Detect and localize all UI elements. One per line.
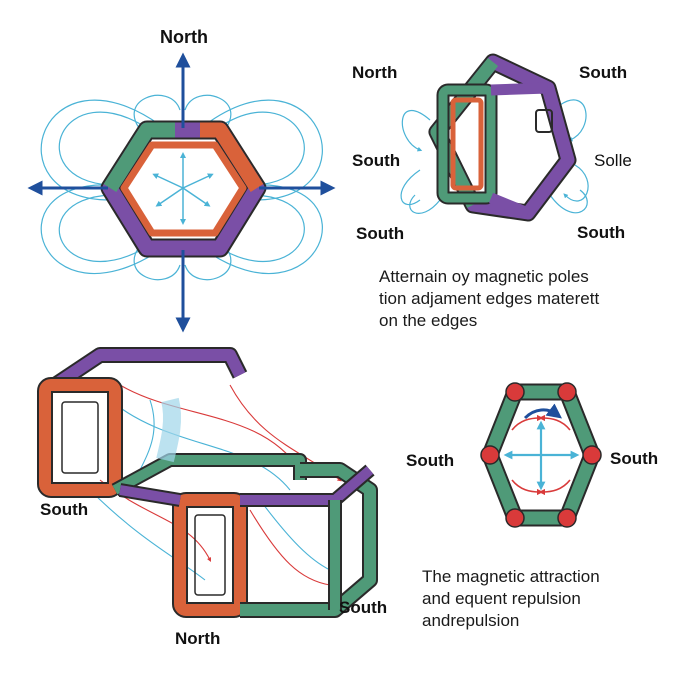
hexagon-frame [100, 120, 267, 258]
label-south-cube-right: South [339, 598, 388, 617]
small-hexagon-diagram [480, 382, 602, 528]
label-north-top: North [160, 27, 208, 47]
cube-assembly-diagram [37, 347, 378, 618]
label-south-bottom-right: South [577, 223, 626, 242]
cube-tiles [37, 347, 378, 618]
label-north-rhombic: North [352, 63, 398, 82]
rhombic-frame [428, 53, 577, 222]
caption-top-right: Atternain oy magnetic poles tion adjamen… [379, 266, 599, 332]
label-south-hex-right: South [610, 449, 659, 468]
caption-bottom-right: The magnetic attraction and equent repul… [422, 566, 600, 632]
label-south-cube-left: South [40, 500, 89, 519]
label-solle: Solle [594, 151, 632, 170]
caption-line: Atternain oy magnetic poles [379, 267, 589, 286]
caption-line: The magnetic attraction [422, 567, 600, 586]
label-south-bottom-left: South [356, 224, 405, 243]
label-south-left: South [352, 151, 401, 170]
caption-line: and equent repulsion [422, 589, 581, 608]
field-lines-2 [400, 99, 589, 214]
label-south-hex-left: South [406, 451, 455, 470]
caption-line: on the edges [379, 311, 478, 330]
cross-arrows [503, 420, 580, 491]
label-north-cube: North [175, 629, 221, 648]
hexagon-field-diagram [27, 52, 336, 333]
small-hexagon-frame [480, 382, 602, 528]
repulsion-arcs [511, 414, 571, 496]
label-south-top-right: South [579, 63, 628, 82]
caption-line: tion adjament edges materett [379, 289, 600, 308]
rhombic-frame-diagram [400, 53, 589, 222]
attraction-arc [523, 403, 563, 420]
caption-line: andrepulsion [422, 611, 520, 630]
inner-field-arrows [152, 152, 214, 225]
axis-arrows [27, 52, 336, 333]
